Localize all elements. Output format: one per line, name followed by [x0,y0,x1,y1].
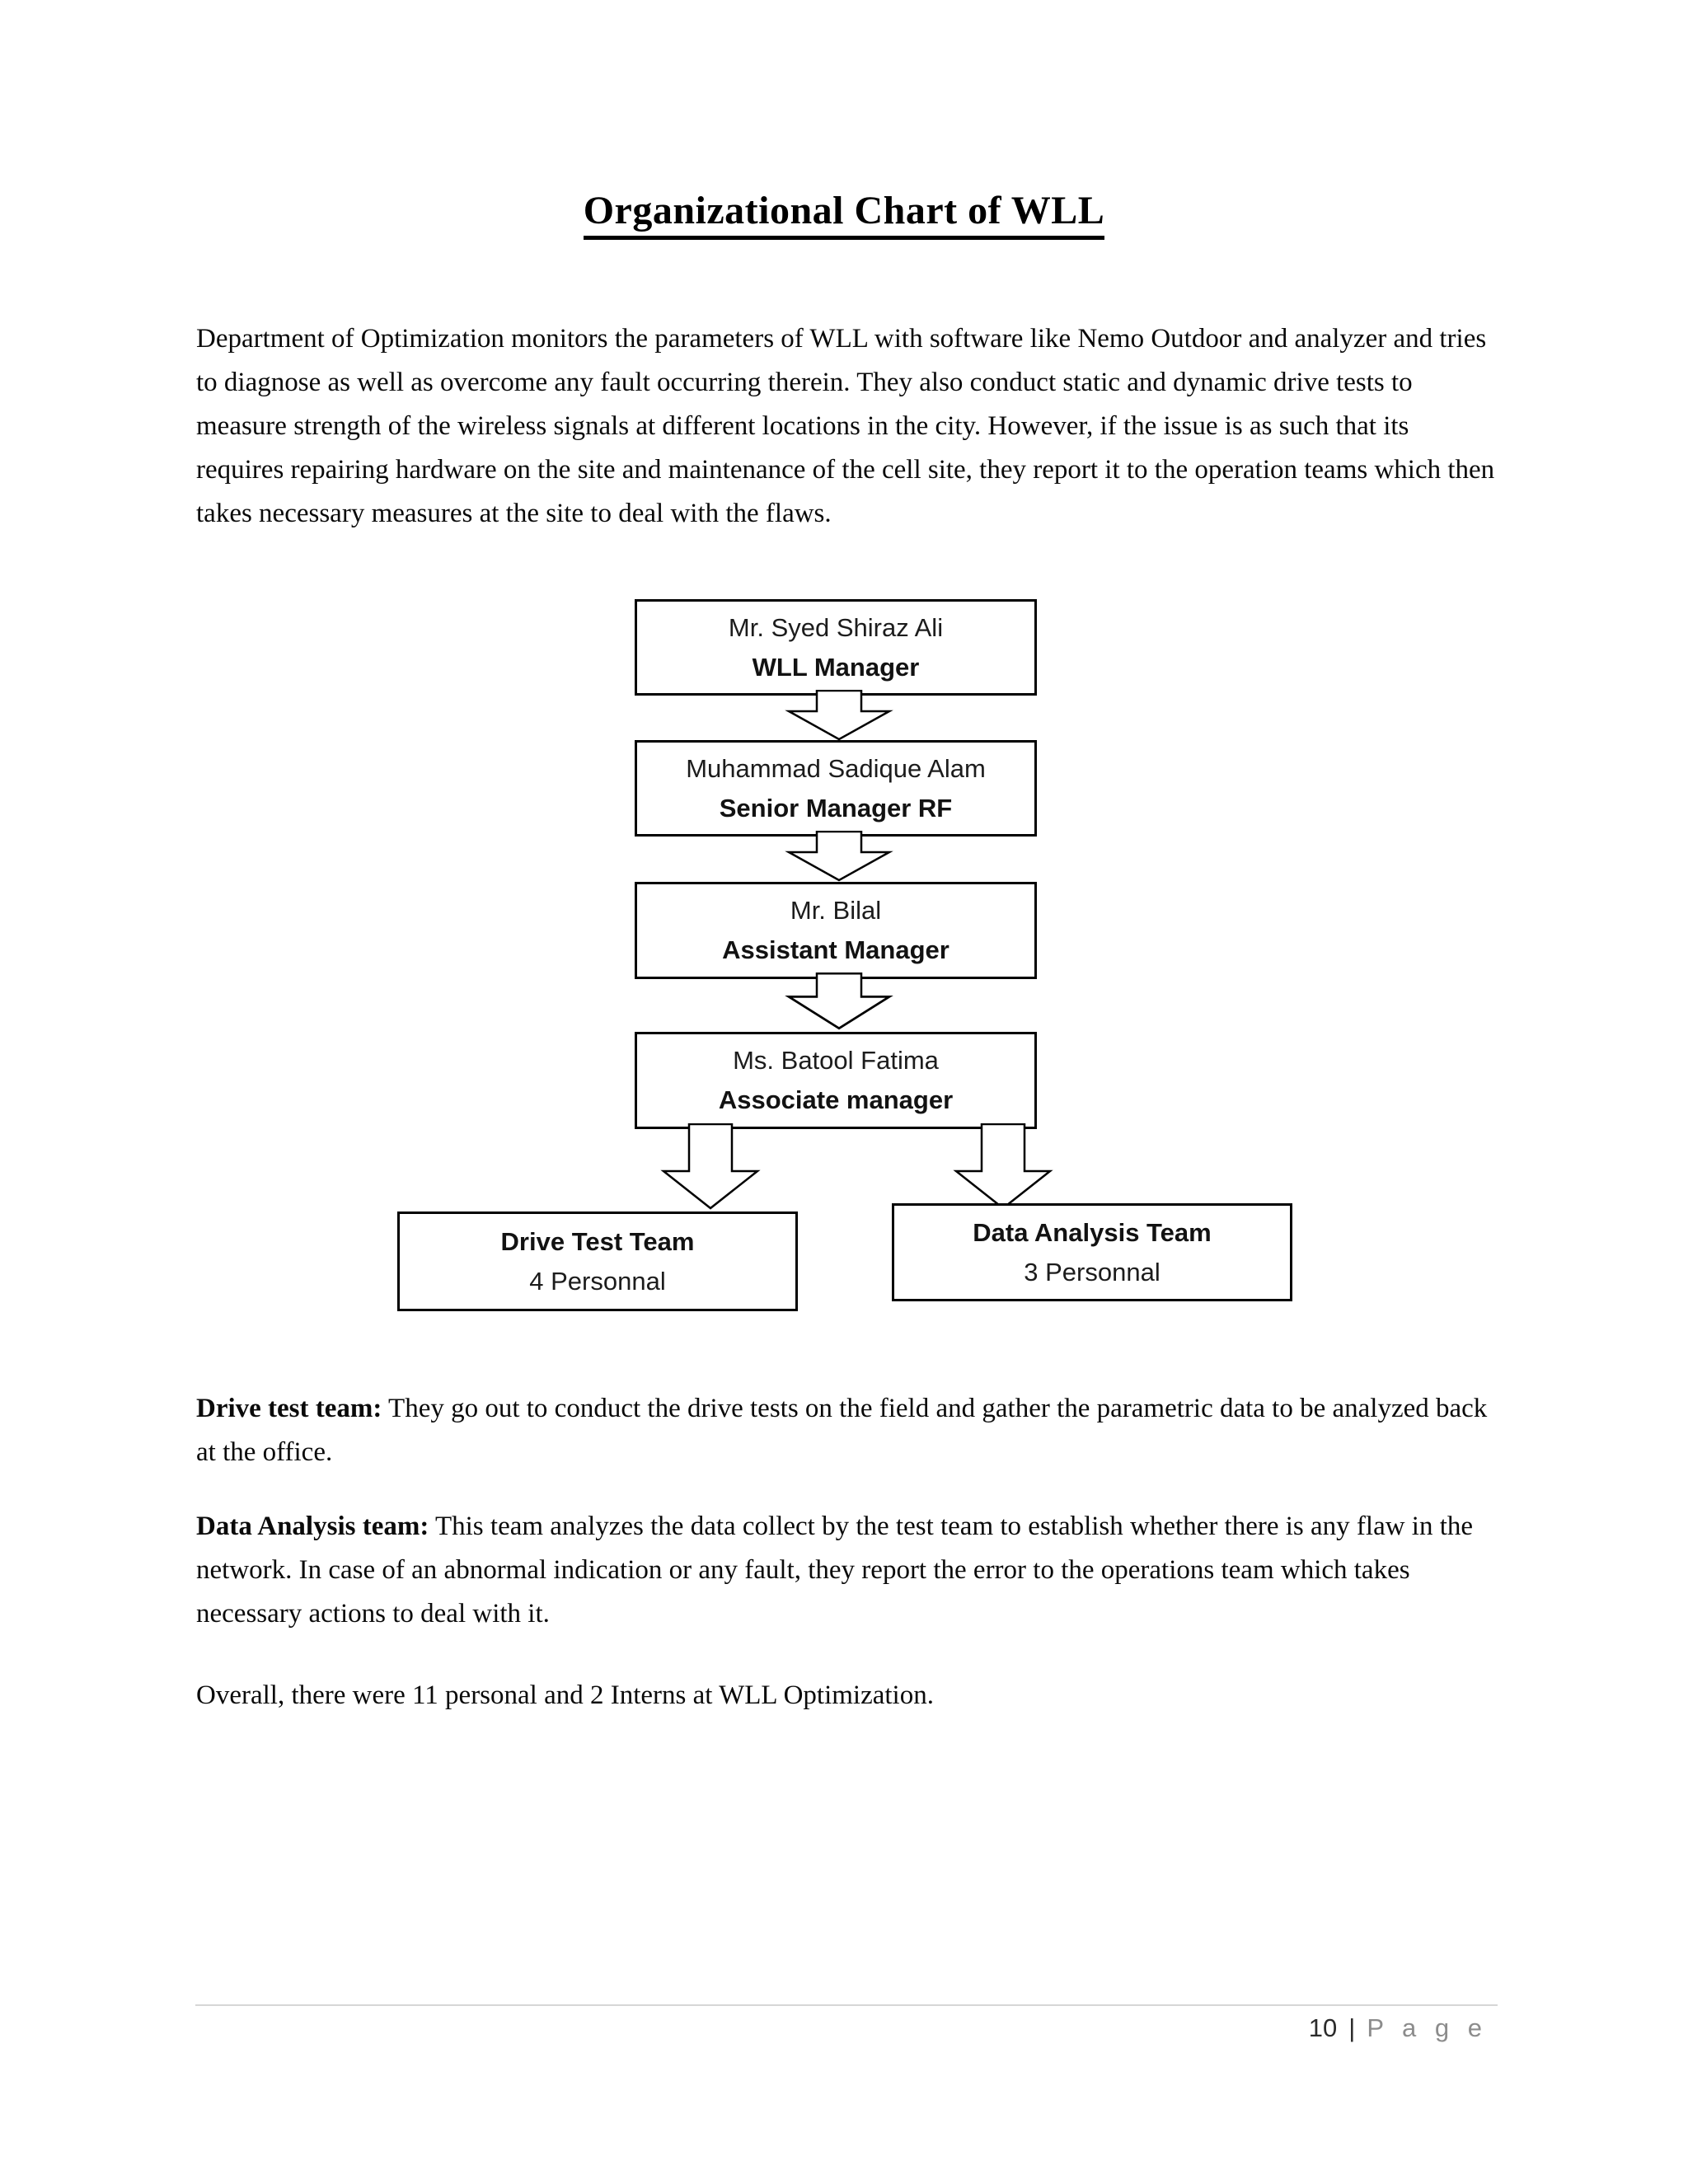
footer-separator: | [1348,2013,1356,2042]
down-arrow-icon [785,831,893,882]
org-node-drive-test-team: Drive Test Team 4 Personnal [397,1212,798,1311]
overall-paragraph: Overall, there were 11 personal and 2 In… [196,1680,934,1710]
org-node-name: Mr. Syed Shiraz Ali [728,612,944,642]
page-footer: 10 | P a g e [1309,2013,1488,2043]
org-node-name: Ms. Batool Fatima [733,1046,939,1075]
data-analysis-lead: Data Analysis team: [196,1511,429,1541]
org-node-role: WLL Manager [752,652,920,682]
data-analysis-paragraph: Data Analysis team: This team analyzes t… [196,1505,1498,1636]
org-node-name: Mr. Bilal [790,896,882,925]
data-analysis-body: This team analyzes the data collect by t… [196,1511,1474,1629]
drive-test-body: They go out to conduct the drive tests o… [196,1394,1488,1467]
org-node-assistant-manager: Mr. Bilal Assistant Manager [635,882,1037,979]
footer-page-label: P a g e [1367,2013,1488,2042]
org-node-name: Muhammad Sadique Alam [686,753,986,783]
down-arrow-icon [785,972,893,1030]
title-row: Organizational Chart of WLL [0,188,1688,240]
down-arrow-right-icon [953,1123,1053,1210]
team-name: Data Analysis Team [973,1217,1212,1247]
org-node-wll-manager: Mr. Syed Shiraz Ali WLL Manager [635,599,1037,696]
down-arrow-icon [785,690,893,741]
org-node-associate-manager: Ms. Batool Fatima Associate manager [635,1032,1037,1129]
intro-paragraph: Department of Optimization monitors the … [196,324,1495,528]
drive-test-paragraph: Drive test team: They go out to conduct … [196,1387,1498,1474]
org-node-data-analysis-team: Data Analysis Team 3 Personnal [892,1203,1292,1301]
org-node-role: Assistant Manager [722,935,950,964]
drive-test-lead: Drive test team: [196,1394,382,1423]
team-name: Drive Test Team [500,1226,695,1256]
org-node-role: Associate manager [718,1085,954,1114]
org-node-senior-manager: Muhammad Sadique Alam Senior Manager RF [635,740,1037,837]
page-number: 10 [1308,2013,1338,2042]
down-arrow-left-icon [660,1123,761,1210]
footer-divider [195,2004,1498,2006]
team-size: 4 Personnal [529,1266,666,1296]
page-title: Organizational Chart of WLL [583,188,1105,240]
org-node-role: Senior Manager RF [719,793,953,823]
team-size: 3 Personnal [1024,1257,1160,1286]
